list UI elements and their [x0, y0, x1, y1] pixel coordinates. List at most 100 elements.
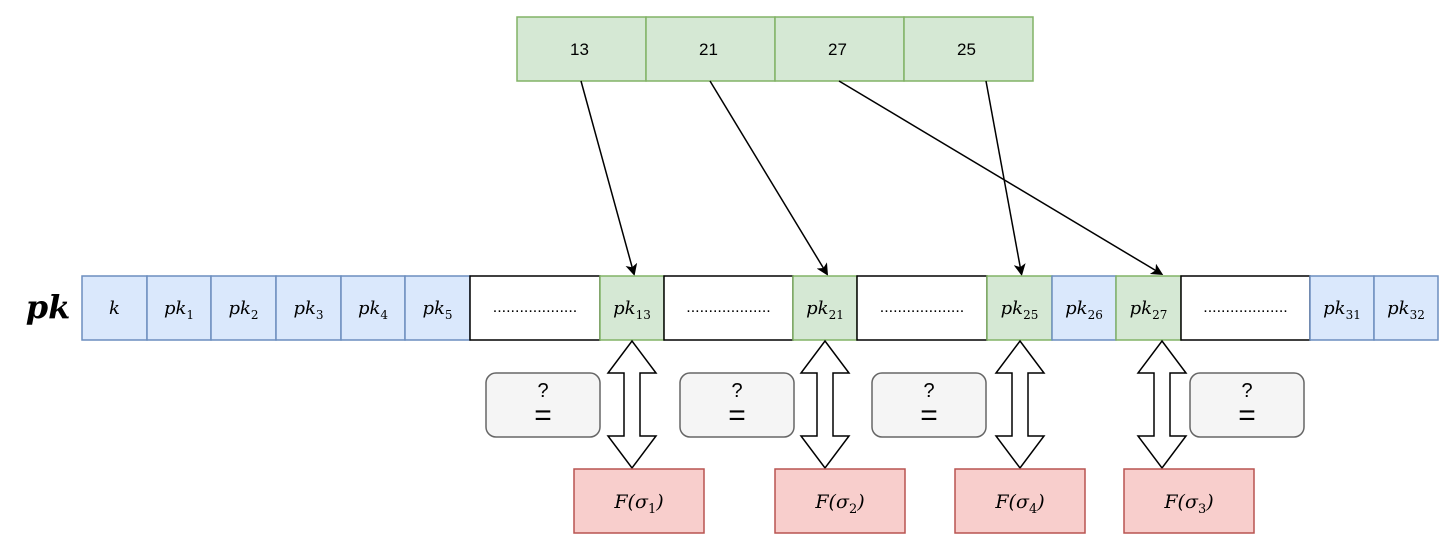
cell-box — [1051, 275, 1117, 341]
key-cell-pk3: pk3 — [275, 275, 342, 341]
signature-label: F(σ2) — [814, 491, 864, 517]
cell-label: pk3 — [293, 298, 323, 322]
key-cell-pk4: pk4 — [340, 275, 406, 341]
arrow-index-27 — [838, 80, 1164, 276]
index-value: 21 — [699, 40, 718, 59]
index-box-13: 13 — [516, 16, 647, 82]
index-box-27: 27 — [774, 16, 905, 82]
compare-box-frame — [485, 372, 601, 438]
compare-box-frame — [871, 372, 987, 438]
signature-frame — [1123, 468, 1255, 534]
signature-row: F(σ1) F(σ2) F(σ4) F(σ3) — [573, 468, 1255, 534]
signature-label: F(σ3) — [1163, 491, 1213, 517]
signature-label: F(σ4) — [994, 491, 1044, 517]
cell-box — [81, 275, 148, 341]
cell-box — [210, 275, 277, 341]
signature-box-3: F(σ3) — [1123, 468, 1255, 534]
equals-sign: = — [728, 399, 746, 432]
cell-box — [856, 275, 988, 341]
index-box — [645, 16, 776, 82]
equals-sign: = — [920, 399, 938, 432]
cell-label: pk26 — [1065, 298, 1103, 322]
arrow-index-13 — [580, 80, 638, 276]
signature-label: F(σ1) — [613, 491, 663, 517]
equals-sign: = — [1238, 399, 1256, 432]
ellipsis-cell: ................... — [856, 275, 988, 341]
cell-box — [469, 275, 601, 341]
index-box — [774, 16, 905, 82]
signature-box-1: F(σ1) — [573, 468, 705, 534]
key-cell-pk21: pk21 — [792, 275, 858, 341]
ellipsis-text: ................... — [880, 299, 964, 316]
key-cell-pk32: pk32 — [1373, 275, 1439, 341]
cell-label: pk1 — [164, 298, 194, 322]
cell-box — [1373, 275, 1439, 341]
index-box-25: 25 — [903, 16, 1034, 82]
double-arrow-layer — [606, 339, 1188, 470]
question-mark: ? — [923, 380, 934, 402]
key-cell-pk13: pk13 — [599, 275, 665, 341]
question-mark: ? — [537, 380, 548, 402]
ellipsis-text: ................... — [493, 299, 577, 316]
index-value: 27 — [828, 40, 847, 59]
key-cell-pk25: pk25 — [986, 275, 1053, 341]
key-cell-pk1: pk1 — [146, 275, 212, 341]
signature-box-2: F(σ2) — [774, 468, 906, 534]
compare-box-2: ?= — [679, 372, 795, 438]
double-arrow-2 — [799, 339, 851, 470]
cell-box — [792, 275, 858, 341]
ellipsis-cell: ................... — [663, 275, 794, 341]
cell-label: pk5 — [422, 298, 452, 322]
comparison-row: ?=?=?=?= — [485, 372, 1305, 438]
compare-box-4: ?= — [1189, 372, 1305, 438]
double-arrow-3 — [994, 339, 1046, 470]
cell-box — [1180, 275, 1311, 341]
signature-frame — [573, 468, 705, 534]
index-value: 13 — [570, 40, 589, 59]
ellipsis-text: ................... — [686, 299, 770, 316]
key-cell-pk27: pk27 — [1115, 275, 1182, 341]
signature-frame — [954, 468, 1086, 534]
arrow-layer — [580, 80, 1164, 276]
compare-box-frame — [1189, 372, 1305, 438]
compare-box-frame — [679, 372, 795, 438]
cell-label: pk32 — [1387, 298, 1425, 322]
index-row: 13 21 27 25 — [516, 16, 1034, 82]
arrow-index-25 — [985, 80, 1026, 276]
arrow-index-21 — [709, 80, 829, 276]
cell-label: k — [109, 298, 120, 319]
index-box — [903, 16, 1034, 82]
key-cell-pk26: pk26 — [1051, 275, 1117, 341]
cell-label: pk21 — [806, 298, 844, 322]
key-cell-pk2: pk2 — [210, 275, 277, 341]
question-mark: ? — [731, 380, 742, 402]
key-cell-k: k — [81, 275, 148, 341]
cell-label: pk25 — [1001, 298, 1039, 322]
cell-label: pk31 — [1323, 298, 1361, 322]
cell-box — [1309, 275, 1375, 341]
ellipsis-cell: ................... — [469, 275, 601, 341]
public-key-row: k pk1 pk2 pk3 pk4 pk5................... pk13.… — [81, 275, 1439, 341]
signature-box-4: F(σ4) — [954, 468, 1086, 534]
row-label-pk: pk — [26, 288, 71, 326]
double-arrow-1 — [606, 339, 658, 470]
index-value: 25 — [957, 40, 976, 59]
equals-sign: = — [534, 399, 552, 432]
cell-label: pk13 — [613, 298, 651, 322]
key-cell-pk5: pk5 — [404, 275, 471, 341]
ellipsis-cell: ................... — [1180, 275, 1311, 341]
index-box-21: 21 — [645, 16, 776, 82]
cell-box — [599, 275, 665, 341]
cell-box — [146, 275, 212, 341]
index-box — [516, 16, 647, 82]
cell-box — [986, 275, 1053, 341]
key-cell-pk31: pk31 — [1309, 275, 1375, 341]
cell-label: pk4 — [358, 298, 388, 322]
signature-frame — [774, 468, 906, 534]
ellipsis-text: ................... — [1203, 299, 1287, 316]
cell-label: pk27 — [1130, 298, 1168, 322]
double-arrow-4 — [1136, 339, 1188, 470]
cell-box — [340, 275, 406, 341]
compare-box-3: ?= — [871, 372, 987, 438]
